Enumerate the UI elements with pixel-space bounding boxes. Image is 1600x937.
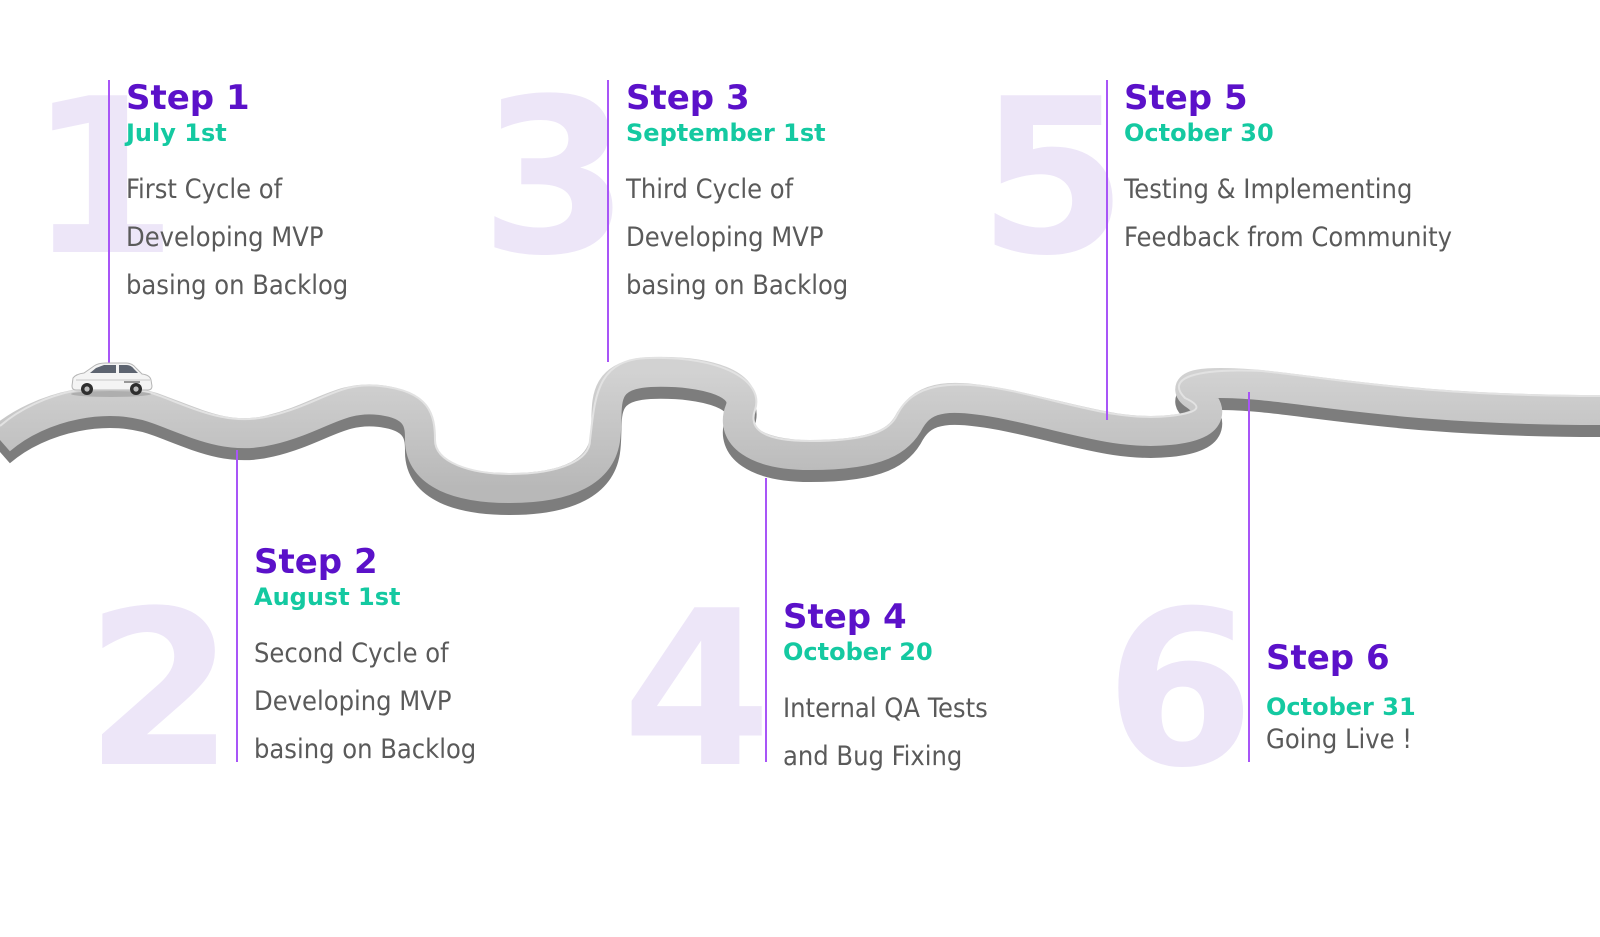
step-3-date: September 1st (626, 118, 848, 148)
step-1-description: First Cycle of Developing MVP basing on … (126, 166, 348, 310)
step-2: Step 2 August 1st Second Cycle of Develo… (254, 542, 476, 774)
step-1-connector (108, 80, 110, 370)
step-1-title: Step 1 (126, 78, 348, 118)
step-6-numeral: 6 (1105, 582, 1251, 797)
step-5-description: Testing & Implementing Feedback from Com… (1124, 166, 1452, 262)
step-4-date: October 20 (783, 637, 988, 667)
step-4-desc-line: Internal QA Tests (783, 685, 988, 733)
step-5-desc-line: Testing & Implementing (1124, 166, 1452, 214)
step-1-date: July 1st (126, 118, 348, 148)
step-5-title: Step 5 (1124, 78, 1452, 118)
step-1-desc-line: Developing MVP (126, 214, 348, 262)
step-2-date: August 1st (254, 582, 476, 612)
step-1: Step 1 July 1st First Cycle of Developin… (126, 78, 348, 310)
step-6: Step 6 October 31 Going Live ! (1266, 638, 1416, 758)
step-4-desc-line: and Bug Fixing (783, 733, 988, 781)
step-2-title: Step 2 (254, 542, 476, 582)
step-4: Step 4 October 20 Internal QA Tests and … (783, 597, 988, 781)
step-2-desc-line: basing on Backlog (254, 726, 476, 774)
step-2-numeral: 2 (85, 582, 231, 797)
step-2-desc-line: Second Cycle of (254, 630, 476, 678)
step-5-connector (1106, 80, 1108, 420)
step-1-desc-line: basing on Backlog (126, 262, 348, 310)
step-3-connector (607, 80, 609, 362)
step-5-date: October 30 (1124, 118, 1452, 148)
step-4-title: Step 4 (783, 597, 988, 637)
step-2-connector (236, 450, 238, 762)
step-6-title: Step 6 (1266, 638, 1416, 678)
step-3: Step 3 September 1st Third Cycle of Deve… (626, 78, 848, 310)
car-icon (68, 360, 154, 398)
step-6-desc-line: Going Live ! (1266, 722, 1416, 758)
step-3-desc-line: Developing MVP (626, 214, 848, 262)
step-4-connector (765, 478, 767, 762)
step-3-title: Step 3 (626, 78, 848, 118)
step-5-desc-line: Feedback from Community (1124, 214, 1452, 262)
step-2-desc-line: Developing MVP (254, 678, 476, 726)
step-6-description: Going Live ! (1266, 722, 1416, 758)
step-6-date: October 31 (1266, 692, 1416, 722)
step-3-description: Third Cycle of Developing MVP basing on … (626, 166, 848, 310)
step-4-numeral: 4 (622, 582, 768, 797)
step-1-desc-line: First Cycle of (126, 166, 348, 214)
step-6-connector (1248, 392, 1250, 762)
step-5-numeral: 5 (978, 70, 1124, 285)
step-2-description: Second Cycle of Developing MVP basing on… (254, 630, 476, 774)
step-4-description: Internal QA Tests and Bug Fixing (783, 685, 988, 781)
step-5: Step 5 October 30 Testing & Implementing… (1124, 78, 1452, 262)
step-3-desc-line: basing on Backlog (626, 262, 848, 310)
step-3-numeral: 3 (480, 70, 626, 285)
step-3-desc-line: Third Cycle of (626, 166, 848, 214)
